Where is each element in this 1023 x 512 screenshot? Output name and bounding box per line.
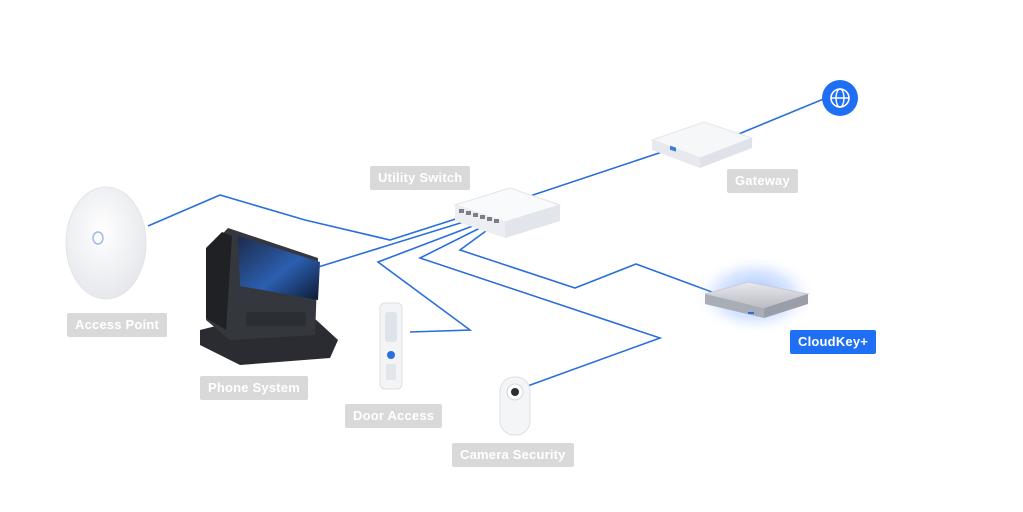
access-point-device-icon	[65, 186, 147, 300]
globe-icon	[822, 80, 858, 116]
label-phone-system: Phone System	[200, 376, 308, 400]
link-switch-access-point	[147, 194, 466, 241]
link-switch-cloudkey	[458, 227, 721, 296]
desk-phone-device-icon	[200, 228, 338, 365]
door-reader-device-icon	[379, 302, 403, 390]
label-door-access: Door Access	[345, 404, 443, 428]
label-gateway: Gateway	[727, 169, 798, 193]
links	[147, 97, 827, 389]
label-access-point: Access Point	[67, 313, 168, 337]
label-camera-security: Camera Security	[452, 443, 574, 467]
cloudkey-device-icon	[693, 255, 817, 335]
link-gateway-switch	[529, 149, 669, 197]
camera-device-icon	[499, 376, 531, 436]
switch-device-icon	[453, 187, 562, 238]
link-switch-camera-security	[417, 225, 663, 389]
link-switch-phone-system	[314, 219, 471, 269]
label-cloudkey: CloudKey+	[790, 330, 877, 354]
gateway-device-icon	[650, 121, 754, 168]
label-utility-switch: Utility Switch	[370, 166, 471, 190]
link-switch-door-access	[376, 223, 479, 333]
